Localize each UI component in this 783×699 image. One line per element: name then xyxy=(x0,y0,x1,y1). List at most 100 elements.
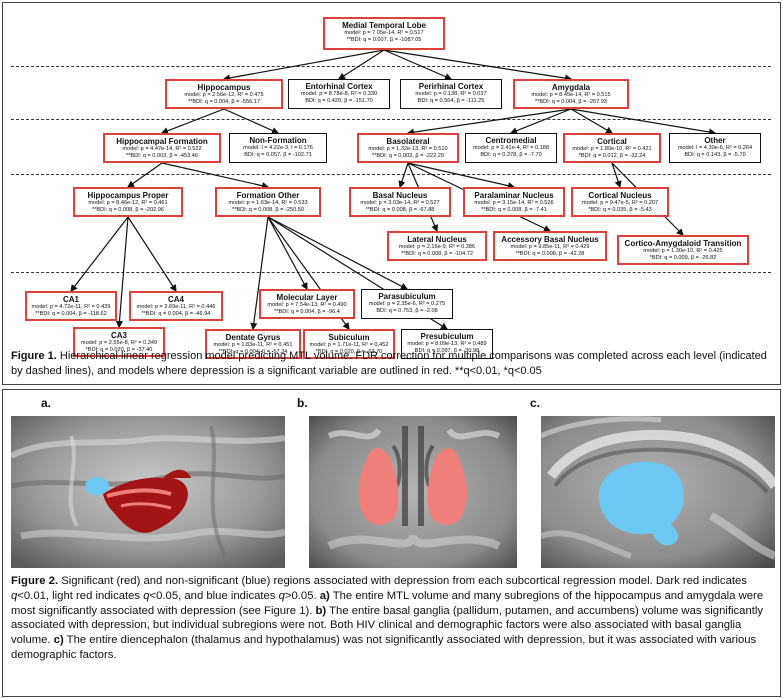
region-blue xyxy=(652,523,678,546)
node-basolateral: Basolateral model: p = 1.32e-13, R² = 0.… xyxy=(357,133,459,163)
edge-hipp_formation-to-hipp_proper xyxy=(127,162,163,188)
node-bdi-stats: *BDI: q = 0.012, β = -32.24 xyxy=(578,152,646,159)
hierarchy-edges xyxy=(70,49,717,331)
node-model-stats: model: l = 4.22e-3, l = 0.176 xyxy=(243,145,313,152)
node-name: Perirhinal Cortex xyxy=(418,82,484,91)
caption-text: The entire basal ganglia (pallidum, puta… xyxy=(11,604,764,647)
edge-hipp_proper-to-ca3 xyxy=(115,216,129,329)
node-bdi-stats: BDI: q = 0.753, β = -2.08 xyxy=(376,307,438,314)
node-bdi-stats: **BDI: q = 0.008, β = -42.28 xyxy=(515,250,585,257)
node-basal-nucleus: Basal Nucleus model: p = 3.03e-14, R² = … xyxy=(349,187,451,217)
edge-amygdala-to-centromedial xyxy=(509,108,572,135)
node-name: Dentate Gyrus xyxy=(225,333,281,342)
level-divider xyxy=(11,272,771,273)
region-blue xyxy=(599,461,684,535)
node-centromedial: Centromedial model: p = 2.41e-4, R² = 0.… xyxy=(465,133,557,163)
node-name: Amygdala xyxy=(551,83,591,92)
edge-mtl-to-amygdala xyxy=(383,49,573,82)
node-name: Cortico-Amygdaloid Transition xyxy=(624,239,742,248)
caption-q-symbol: q xyxy=(278,589,285,602)
node-name: Cortical Nucleus xyxy=(588,191,652,200)
node-name: Presubiculum xyxy=(420,332,474,341)
node-name: CA1 xyxy=(62,295,79,304)
node-model-stats: model: p = 3.15e-14, R² = 0.526 xyxy=(474,200,554,207)
node-bdi-stats: **BDI: q = 0.004, β = -96.4 xyxy=(274,308,340,315)
edge-hippocampus-to-hipp_formation xyxy=(160,108,225,135)
node-name: Lateral Nucleus xyxy=(407,235,467,244)
region-light-red xyxy=(358,448,399,525)
brain-image-a xyxy=(11,416,285,568)
node-name: Hippocampus Proper xyxy=(87,191,169,200)
node-name: Parasubiculum xyxy=(378,292,436,301)
node-bdi-stats: BDI: q = 0.143, β = -5.70 xyxy=(684,151,746,158)
region-blue xyxy=(85,477,109,495)
figure-2-caption: Figure 2. Significant (red) and non-sign… xyxy=(11,574,775,663)
edge-mtl-to-entorhinal xyxy=(337,49,385,80)
node-model-stats: model: p = 8.45e-14, R² = 0.515 xyxy=(531,92,611,99)
node-parasubiculum: Parasubiculum model: p = 2.35e-6, R² = 0… xyxy=(361,289,453,319)
figure-2-panel: a. b. c. xyxy=(2,389,781,697)
node-bdi-stats: *BDI: q = 0.020, β = -37.40 xyxy=(85,346,153,353)
edge-mtl-to-hippocampus xyxy=(222,49,385,82)
node-paralaminar-nucleus: Paralaminar Nucleus model: p = 3.15e-14,… xyxy=(463,187,565,217)
edge-formation_other-to-dentate_gyrus xyxy=(250,216,269,331)
node-bdi-stats: BDI: q = 0.564, β = -111.25 xyxy=(417,97,485,104)
edge-basolateral-to-basal_nucleus xyxy=(398,162,409,189)
node-model-stats: model: p = 4.72e-11, R² = 0.439 xyxy=(31,304,111,311)
caption-panel-ref-c: c) xyxy=(53,634,64,647)
node-name: Centromedial xyxy=(485,136,537,145)
node-cortical: Cortical model: p = 1.80e-10, R² = 0.421… xyxy=(563,133,661,163)
node-model-stats: model: p = 3.03e-14, R² = 0.527 xyxy=(360,200,440,207)
figure-1-caption-label: Figure 1. xyxy=(11,350,57,362)
node-name: Molecular Layer xyxy=(276,293,338,302)
node-presubiculum: Presubiculum model: p = 8.09e-13, R² = 0… xyxy=(401,329,493,359)
edge-formation_other-to-molecular_layer xyxy=(267,216,308,291)
panel-label-c: c. xyxy=(530,396,541,410)
caption-text: Significant (red) and non-significant (b… xyxy=(58,575,747,587)
node-bdi-stats: **BDI: q = 0.004, β = -46.94 xyxy=(141,310,211,317)
node-formation-other: Formation Other model: p = 1.63e-14, R² … xyxy=(215,187,321,217)
node-dentate-gyrus: Dentate Gyrus model: p = 1.83e-11, R² = … xyxy=(205,329,301,359)
node-model-stats: model: p = 2.69e-11, R² = 0.446 xyxy=(136,304,216,311)
node-model-stats: model: p = 1.71e-11, R² = 0.452 xyxy=(309,342,389,349)
edge-amygdala-to-other xyxy=(570,108,717,136)
node-name: Entorhinal Cortex xyxy=(305,82,373,91)
node-bdi-stats: *BDI: q = 0.035, β = -5.43 xyxy=(588,206,652,213)
node-subiculum: Subiculum model: p = 1.71e-11, R² = 0.45… xyxy=(303,329,395,359)
node-lateral-nucleus: Lateral Nucleus model: p = 2.16e-9, R² =… xyxy=(387,231,487,261)
node-bdi-stats: **BDI: q = 0.004, β = -556.17 xyxy=(188,98,260,105)
node-bdi-stats: BDI: q = 0.420, β = -151.70 xyxy=(305,97,373,104)
caption-panel-ref-a: a) xyxy=(319,589,330,602)
node-hippocampal-formation: Hippocampal Formation model: p = 4.47e-1… xyxy=(103,133,221,163)
node-model-stats: model: p = 8.09e-13, R² = 0.489 xyxy=(407,341,487,348)
node-name: Other xyxy=(704,136,726,145)
node-bdi-stats: **BDI: q = 0.008, β = -250.50 xyxy=(232,206,304,213)
figure-2-caption-label: Figure 2. xyxy=(11,575,59,587)
figure-1-panel: Medial Temporal Lobe model: p = 7.05e-14… xyxy=(2,2,781,385)
caption-q-symbol: q xyxy=(11,589,18,602)
caption-text: <0.01, light red indicates xyxy=(17,589,144,602)
level-divider xyxy=(11,174,771,175)
node-bdi-stats: **BDI: q = 0.008, β = -202.96 xyxy=(92,206,164,213)
level-divider xyxy=(11,119,771,120)
caption-text: <0.05, and blue indicates xyxy=(149,589,279,602)
node-name: CA3 xyxy=(110,331,127,340)
node-hippocampus-proper: Hippocampus Proper model: p = 8.46e-12, … xyxy=(73,187,183,217)
caption-text: The entire diencephalon (thalamus and hy… xyxy=(11,634,757,661)
node-bdi-stats: **BDI: q = 0.008, β = -104.72 xyxy=(401,250,473,257)
caption-text: >0.05. xyxy=(284,589,320,602)
node-name: Formation Other xyxy=(236,191,300,200)
node-bdi-stats: *BDI: q = 0.020, β = -63.70 xyxy=(315,348,383,355)
node-model-stats: model: p = 1.63e-14, R² = 0.533 xyxy=(228,200,308,207)
node-name: Hippocampus xyxy=(197,83,251,92)
node-bdi-stats: **BDI: q = 0.004, β = -267.93 xyxy=(535,98,607,105)
node-accessory-basal-nucleus: Accessory Basal Nucleus model: p = 9.85e… xyxy=(493,231,607,261)
edge-hippocampus-to-non_formation xyxy=(223,108,280,134)
caption-text: The entire MTL volume and many subregion… xyxy=(11,589,764,617)
node-model-stats: model: p = 2.41e-4, R² = 0.188 xyxy=(472,145,550,152)
level-divider xyxy=(11,66,771,67)
node-medial-temporal-lobe: Medial Temporal Lobe model: p = 7.05e-14… xyxy=(323,17,445,50)
panel-label-b: b. xyxy=(297,396,308,410)
node-ca1: CA1 model: p = 4.72e-11, R² = 0.439 **BD… xyxy=(25,291,117,321)
node-model-stats: model: p = 8.46e-12, R² = 0.461 xyxy=(88,200,168,207)
